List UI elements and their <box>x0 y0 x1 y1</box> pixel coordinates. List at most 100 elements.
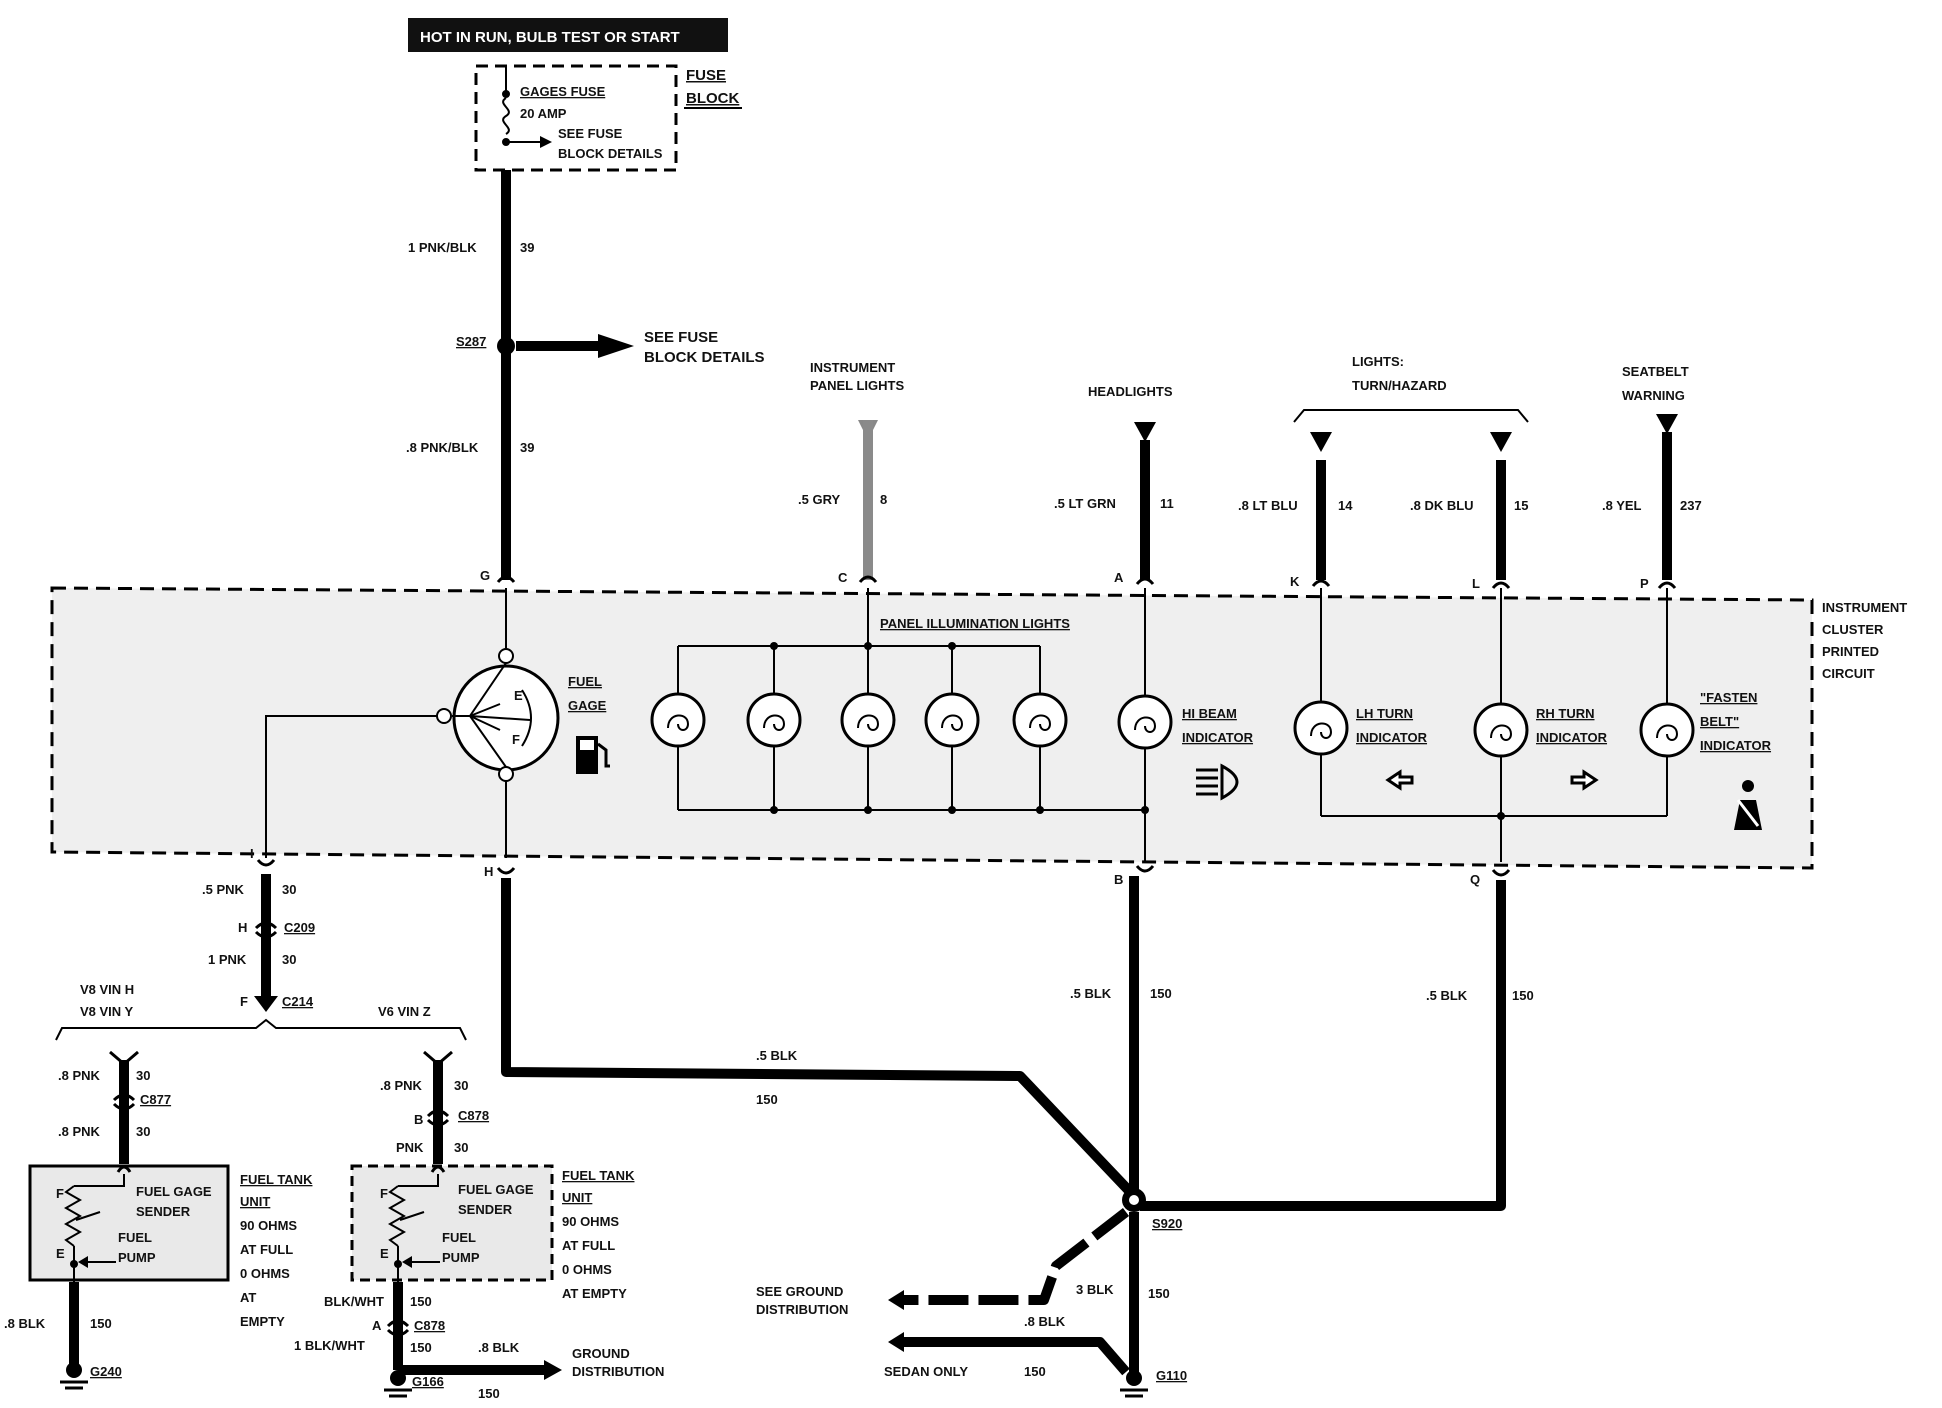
v6-sender-1: FUEL GAGE <box>458 1182 534 1197</box>
v8-pump-arrow-icon <box>78 1256 88 1268</box>
v8-unit-2: UNIT <box>240 1194 270 1209</box>
v6-150c-color: .8 BLK <box>478 1340 520 1355</box>
lh-feed-arrow-icon <box>1310 432 1332 452</box>
v8-pump-1: FUEL <box>118 1230 152 1245</box>
pin-A: A <box>1114 570 1124 585</box>
v6-30a-color: .8 PNK <box>380 1078 423 1093</box>
v8-spec-3: 0 OHMS <box>240 1266 290 1281</box>
seatbelt-arrow-icon <box>1656 414 1678 434</box>
fuel-tank-unit-v6 <box>350 1164 554 1282</box>
c878b-pin: A <box>372 1318 382 1333</box>
wire-14-color: .8 LT BLU <box>1238 498 1298 513</box>
v6-30b-circuit: 30 <box>454 1140 468 1155</box>
fasten-belt-label-1: "FASTEN <box>1700 690 1757 705</box>
wire-39a-color: 1 PNK/BLK <box>408 240 477 255</box>
v8-e: E <box>56 1246 65 1261</box>
pin-C: C <box>838 570 848 585</box>
v6-pump-arrow-icon <box>402 1256 412 1268</box>
v8-150-color: .8 BLK <box>4 1316 46 1331</box>
gage-mark-e: E <box>514 688 523 703</box>
v8-label-2: V8 VIN Y <box>80 1004 134 1019</box>
v6-unit-2: UNIT <box>562 1190 592 1205</box>
v8-label-1: V8 VIN H <box>80 982 134 997</box>
v8-spec-1: 90 OHMS <box>240 1218 297 1233</box>
pin-P: P <box>1640 576 1649 591</box>
v8-spec-4: AT <box>240 1290 256 1305</box>
headlights-arrow-icon <box>1134 422 1156 442</box>
sedan-arrow-icon <box>888 1332 904 1352</box>
v6-30a-circuit: 30 <box>454 1078 468 1093</box>
fuel-gage-bottom-terminal <box>498 766 514 782</box>
fuel-gage-side-terminal <box>436 708 452 724</box>
wire-39a-circuit: 39 <box>520 240 534 255</box>
fuel-gage-label-2: GAGE <box>568 698 607 713</box>
wire-30a-circuit: 30 <box>282 882 296 897</box>
headlight-icon <box>1196 763 1239 801</box>
pin-G: G <box>480 568 490 583</box>
pin-Q: Q <box>1470 872 1480 887</box>
ip-lights-1: INSTRUMENT <box>810 360 895 375</box>
lh-turn-bulb <box>1293 700 1349 756</box>
right-arrow-icon <box>1570 769 1599 791</box>
g110-label: G110 <box>1156 1368 1187 1383</box>
g240-label: G240 <box>90 1364 122 1379</box>
v8-sender-1: FUEL GAGE <box>136 1184 212 1199</box>
illum-bulb-3 <box>840 646 896 810</box>
c214-label: C214 <box>282 994 314 1009</box>
wire-150q-color: .5 BLK <box>1426 988 1468 1003</box>
see-fuse-block-1: SEE FUSE <box>644 329 718 346</box>
rh-feed-arrow-icon <box>1490 432 1512 452</box>
v8-30a-color: .8 PNK <box>58 1068 101 1083</box>
seatbelt-icon <box>1734 780 1762 830</box>
wire-150h-circuit: 150 <box>756 1092 778 1107</box>
wire-11-circuit: 11 <box>1160 496 1174 511</box>
illum-bulb-4 <box>924 646 980 810</box>
c209-pin: H <box>238 920 247 935</box>
v6-30b-color: PNK <box>396 1140 424 1155</box>
gnd-3blk-color: 3 BLK <box>1076 1282 1114 1297</box>
left-arrow-icon <box>1385 769 1414 791</box>
v8-spec-5: EMPTY <box>240 1314 285 1329</box>
v6-150a-color: BLK/WHT <box>324 1294 384 1309</box>
wire-30b-circuit: 30 <box>282 952 296 967</box>
gnd-8blk-color: .8 BLK <box>1024 1314 1066 1329</box>
g166-150: 150 <box>478 1386 500 1401</box>
hot-label-box <box>408 18 728 52</box>
v6-spec-4: AT EMPTY <box>562 1286 627 1301</box>
v6-label: V6 VIN Z <box>378 1004 431 1019</box>
wire-3blk <box>900 1208 1130 1305</box>
ground-dist-arrow-icon <box>544 1360 562 1380</box>
see-fuse-2: BLOCK DETAILS <box>558 146 663 161</box>
pin-I: I <box>250 846 254 861</box>
wire-30b-color: 1 PNK <box>208 952 247 967</box>
gnd-8blk-circuit: 150 <box>1024 1364 1046 1379</box>
fuel-gage-label-1: FUEL <box>568 674 602 689</box>
see-ground-arrow-icon <box>888 1290 904 1310</box>
v8-30a-circuit: 30 <box>136 1068 150 1083</box>
splice-s920-label: S920 <box>1152 1216 1182 1231</box>
v6-spec-2: AT FULL <box>562 1238 615 1253</box>
turn-hazard-2: TURN/HAZARD <box>1352 378 1447 393</box>
v6-pump-2: PUMP <box>442 1250 480 1265</box>
c214-pin: F <box>240 994 248 1009</box>
hi-beam-label-2: INDICATOR <box>1182 730 1254 745</box>
v8-150-circuit: 150 <box>90 1316 112 1331</box>
v6-e: E <box>380 1246 389 1261</box>
gages-fuse-label: GAGES FUSE <box>520 84 606 99</box>
see-fuse-block-2: BLOCK DETAILS <box>644 349 765 366</box>
lh-turn-label-1: LH TURN <box>1356 706 1413 721</box>
sedan-only: SEDAN ONLY <box>884 1364 968 1379</box>
pin-K: K <box>1290 574 1300 589</box>
wire-15-color: .8 DK BLU <box>1410 498 1474 513</box>
fuse-block-label-2: BLOCK <box>686 90 739 107</box>
fasten-belt-label-3: INDICATOR <box>1700 738 1772 753</box>
wire-39b-color: .8 PNK/BLK <box>406 440 479 455</box>
cluster-label-3: PRINTED <box>1822 644 1879 659</box>
v6-150a-circuit: 150 <box>410 1294 432 1309</box>
ground-g240-icon <box>60 1362 88 1390</box>
fuse-amp: 20 AMP <box>520 106 567 121</box>
top-connector-arcs <box>496 575 1677 589</box>
see-ground-1: SEE GROUND <box>756 1284 843 1299</box>
fuse-arrow-icon <box>540 136 552 148</box>
ground-g110-icon <box>1120 1370 1148 1398</box>
